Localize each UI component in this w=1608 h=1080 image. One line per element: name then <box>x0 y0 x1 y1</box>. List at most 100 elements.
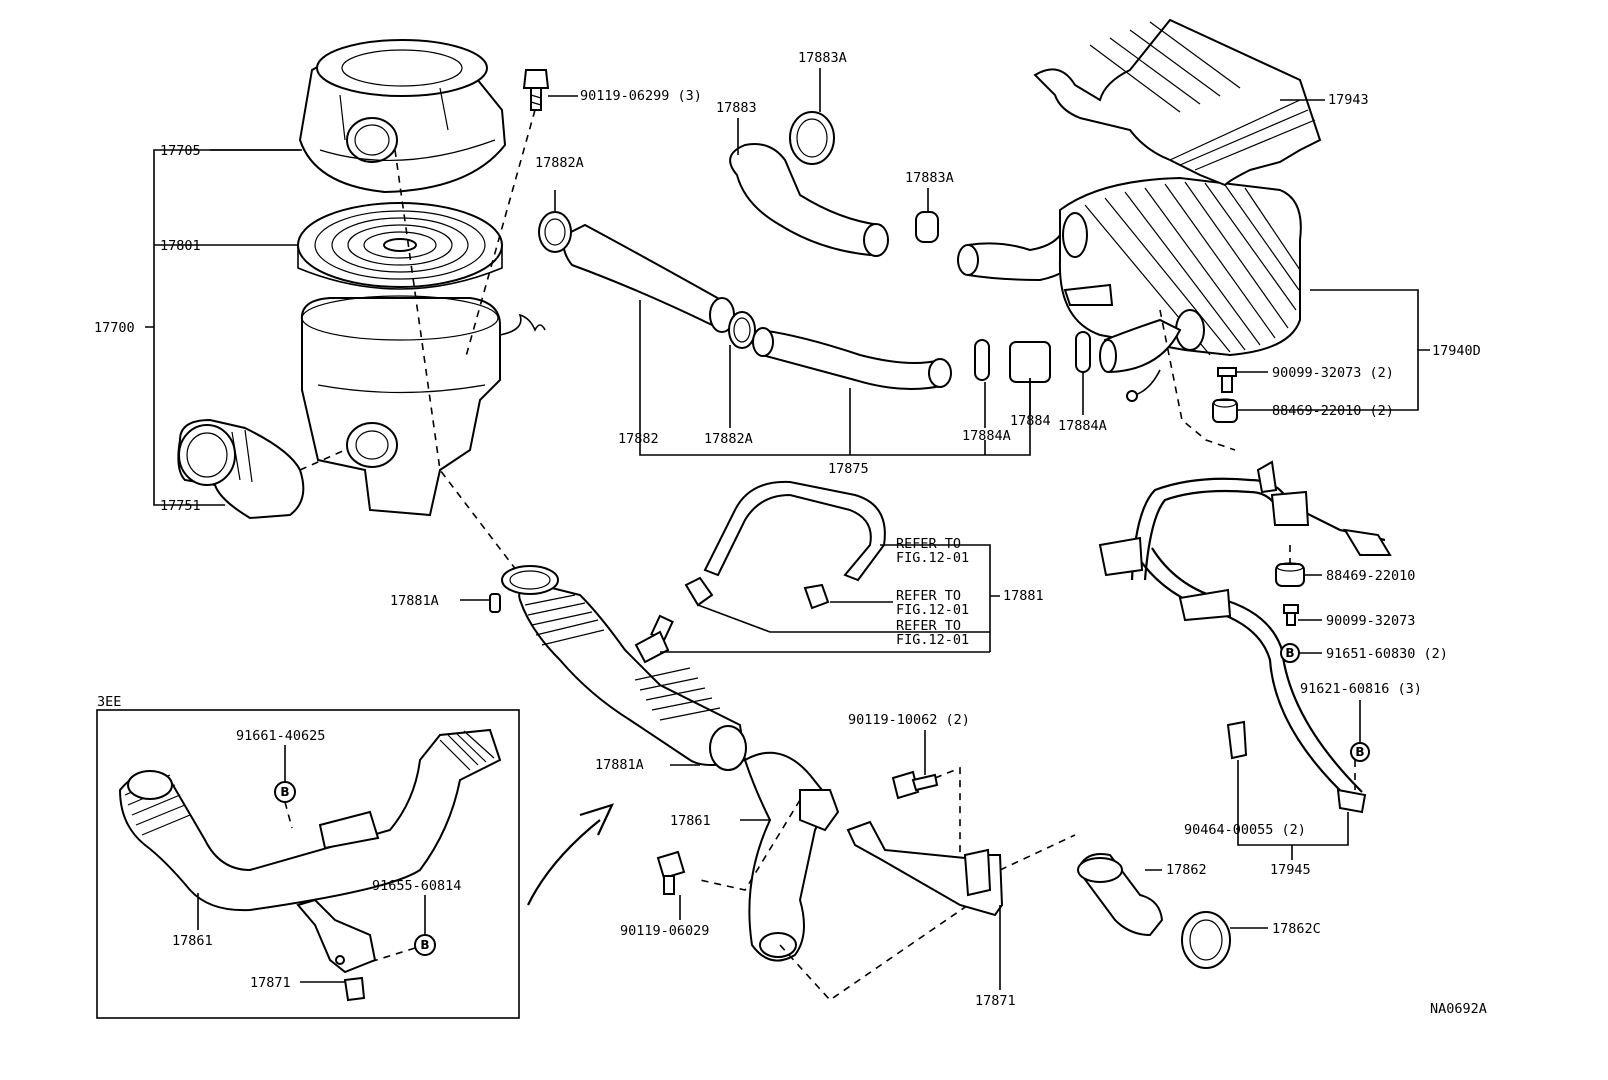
drawing-code: NA0692A <box>1430 1001 1487 1017</box>
label-88469-22010: 88469-22010 <box>1326 568 1415 584</box>
label-refer1b: FIG.12-01 <box>896 550 969 566</box>
inset-centerline-a <box>284 801 293 829</box>
inset-bracket-17871 <box>296 898 377 1002</box>
svg-text:B: B <box>280 785 289 799</box>
clip-90464-00055 <box>1226 720 1248 760</box>
inset-centerline-b <box>369 947 416 963</box>
part-labels: 17705 17801 17700 17751 90119-06299 (3) … <box>94 50 1487 1017</box>
label-88469-22010-2: 88469-22010 (2) <box>1272 403 1394 419</box>
centerline-bolt <box>464 109 536 361</box>
label-17884A-b: 17884A <box>1058 418 1107 434</box>
bracket-17700 <box>145 149 300 506</box>
label-17862: 17862 <box>1166 862 1207 878</box>
intercooler-cover-17943 <box>1033 18 1322 187</box>
centerline-air-cleaner <box>394 149 521 576</box>
label-17943: 17943 <box>1328 92 1369 108</box>
bolt-90099-32073 <box>1283 604 1299 626</box>
label-17884: 17884 <box>1010 413 1051 429</box>
bolt-marker-91651: B <box>1280 643 1300 663</box>
intercooler-17940D <box>1058 176 1302 357</box>
label-17882A-top: 17882A <box>535 155 584 171</box>
svg-text:B: B <box>1285 646 1294 660</box>
centerline-elbow <box>299 449 346 471</box>
label-17881A-top: 17881A <box>390 593 439 609</box>
label-17882A-bot: 17882A <box>704 431 753 447</box>
label-17871-main: 17871 <box>975 993 1016 1009</box>
bracket-17871 <box>846 820 1004 917</box>
label-17883: 17883 <box>716 100 757 116</box>
label-refer2a: REFER TO <box>896 588 961 604</box>
clamps-17884A <box>974 331 1091 381</box>
hose-17875 <box>752 327 952 390</box>
label-17883A-top: 17883A <box>798 50 847 66</box>
vacuum-fitting-left <box>684 576 990 633</box>
label-90099-32073: 90099-32073 <box>1326 613 1415 629</box>
inset-box <box>96 709 520 1019</box>
svg-text:B: B <box>1355 745 1364 759</box>
label-90119-06299: 90119-06299 (3) <box>580 88 702 104</box>
bolt-marker-91621: B <box>1350 742 1370 762</box>
centerline-17862 <box>999 834 1076 871</box>
label-refer3a: REFER TO <box>896 618 961 634</box>
vacuum-fitting-right <box>803 583 830 610</box>
centerline-brace-bolt <box>1289 545 1356 790</box>
label-17705: 17705 <box>160 143 201 159</box>
leader-lines <box>197 68 1430 990</box>
label-90099-32073-2: 90099-32073 (2) <box>1272 365 1394 381</box>
inset-hose-17861 <box>118 728 502 912</box>
label-91661-40625: 91661-40625 <box>236 728 325 744</box>
hose-17883 <box>729 143 889 257</box>
arrow-inset-to-main <box>527 803 615 906</box>
label-17883A-mid: 17883A <box>905 170 954 186</box>
air-cleaner-case <box>300 295 546 517</box>
label-17875: 17875 <box>828 461 869 477</box>
label-17884A-a: 17884A <box>962 428 1011 444</box>
clamp-17862C <box>1181 911 1231 969</box>
label-90119-10062: 90119-10062 (2) <box>848 712 970 728</box>
bolt-90119-06029 <box>656 850 686 895</box>
inset-bolt-marker-91655: B <box>414 934 436 956</box>
label-17862C: 17862C <box>1272 921 1321 937</box>
clamp-17883A-mid <box>915 211 939 243</box>
clamp-17882A-bot <box>728 311 756 349</box>
bracket-17881 <box>880 544 1000 652</box>
label-17881: 17881 <box>1003 588 1044 604</box>
label-90119-06029: 90119-06029 <box>620 923 709 939</box>
turbo-hose-17862 <box>1076 853 1164 937</box>
air-hose-17881 <box>501 565 747 771</box>
hose-17884 <box>1009 341 1051 383</box>
inset-bolt-marker-91661: B <box>274 781 296 803</box>
label-17882: 17882 <box>618 431 659 447</box>
label-17881A-bot: 17881A <box>595 757 644 773</box>
intake-elbow-17751 <box>177 418 305 520</box>
centerline-bolt-10062 <box>934 766 961 870</box>
label-inset-3EE: 3EE <box>97 694 121 710</box>
bolt-90099-32073-2 <box>1217 367 1237 393</box>
elbow-hose-17861 <box>743 751 840 962</box>
air-filter-element-17801 <box>297 202 503 290</box>
label-17861-main: 17861 <box>670 813 711 829</box>
label-17945: 17945 <box>1270 862 1311 878</box>
label-17871-inset: 17871 <box>250 975 291 991</box>
intercooler-brace-17945 <box>1098 460 1392 814</box>
label-17700: 17700 <box>94 320 135 336</box>
bolt-90119-10062 <box>891 770 939 800</box>
label-17751: 17751 <box>160 498 201 514</box>
grommet-88469-22010 <box>1275 562 1305 587</box>
label-17801: 17801 <box>160 238 201 254</box>
intercooler-outlet-pipe <box>1099 318 1182 402</box>
centerline-intercooler-mount <box>1159 309 1236 451</box>
centerline-17861 <box>699 799 991 1002</box>
hose-17882 <box>538 211 735 333</box>
label-91655-60814: 91655-60814 <box>372 878 461 894</box>
svg-text:B: B <box>420 938 429 952</box>
label-91651-60830: 91651-60830 (2) <box>1326 646 1448 662</box>
air-cleaner-cap-17705 <box>298 39 507 194</box>
label-17940D: 17940D <box>1432 343 1481 359</box>
label-90464-00055: 90464-00055 (2) <box>1184 822 1306 838</box>
sensor-nipple <box>634 614 990 664</box>
label-17861-inset: 17861 <box>172 933 213 949</box>
clamp-17883A-top <box>789 111 835 165</box>
